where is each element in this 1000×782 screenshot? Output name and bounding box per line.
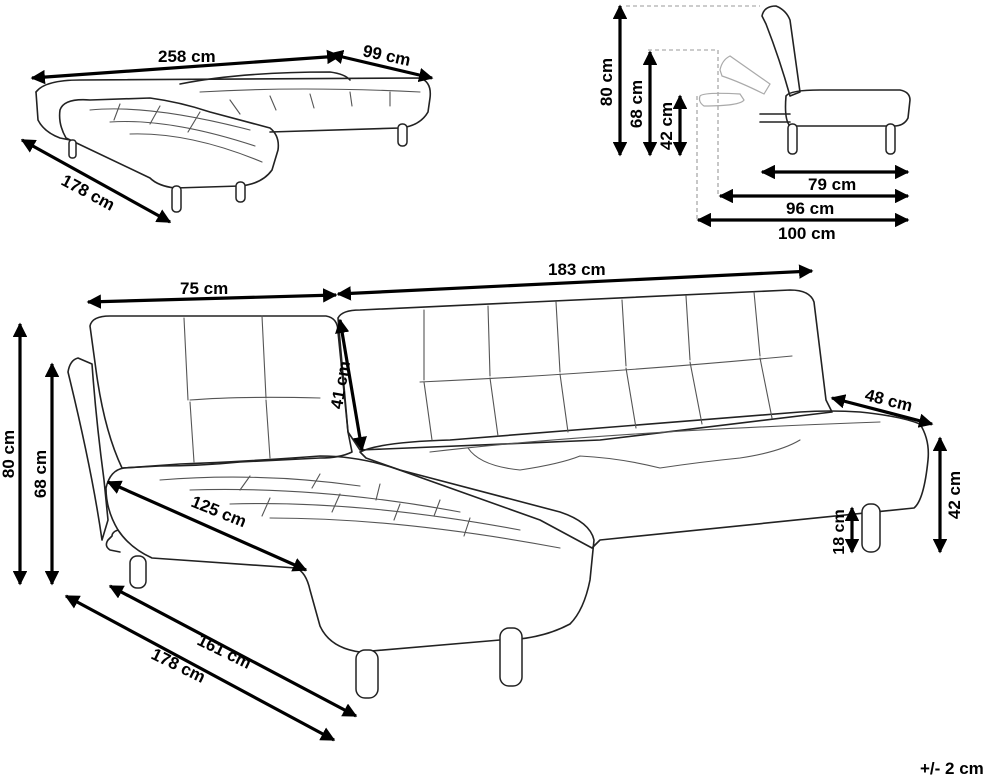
dim-chaise-width: 75 cm: [180, 279, 228, 298]
top-left-dimensions: 258 cm 99 cm 178 cm: [20, 41, 434, 224]
dimension-line: [336, 264, 814, 301]
dim-total-height: 80 cm: [0, 430, 18, 478]
dim-total-length: 258 cm: [158, 47, 216, 66]
dim-seat-height-right: 42 cm: [945, 471, 964, 519]
leg: [171, 185, 182, 213]
dimension-line: [106, 480, 308, 572]
dimension-line: [86, 288, 338, 309]
dim-depth: 99 cm: [361, 41, 412, 70]
dimension-line: [64, 594, 336, 742]
leg: [355, 649, 379, 699]
dim-side-half-recline: 68 cm: [627, 80, 646, 128]
dim-flat-depth: 100 cm: [778, 224, 836, 243]
leg: [235, 181, 246, 203]
dimension-line: [335, 318, 367, 452]
dim-seat-depth: 79 cm: [808, 175, 856, 194]
dimension-line: [830, 394, 934, 428]
side-view-dimensions: 80 cm 68 cm 42 cm 79 cm 96 cm 100 cm: [597, 4, 910, 243]
dim-sofa-width: 183 cm: [548, 260, 606, 279]
dim-side-total-height: 80 cm: [597, 58, 616, 106]
side-view-drawing: [626, 5, 911, 220]
leg: [68, 139, 77, 159]
leg: [397, 123, 408, 147]
dim-recline-depth: 96 cm: [786, 199, 834, 218]
dimension-line: [20, 138, 172, 224]
dim-chaise-total-length: 178 cm: [148, 645, 208, 687]
dim-arm-depth: 48 cm: [863, 385, 914, 415]
dim-half-recline-height: 68 cm: [31, 450, 50, 498]
dimension-line: [328, 49, 434, 83]
dim-leg-height: 18 cm: [831, 509, 848, 554]
dim-backrest-height: 41 cm: [327, 360, 354, 411]
leg: [787, 123, 798, 155]
dim-chaise-seat-length: 125 cm: [189, 492, 250, 531]
leg: [861, 503, 881, 553]
dimension-line: [30, 49, 342, 85]
tolerance-note: +/- 2 cm: [920, 759, 984, 778]
dim-side-seat-height: 42 cm: [657, 102, 676, 150]
leg: [129, 555, 147, 589]
leg: [499, 627, 523, 687]
leg: [885, 123, 896, 155]
